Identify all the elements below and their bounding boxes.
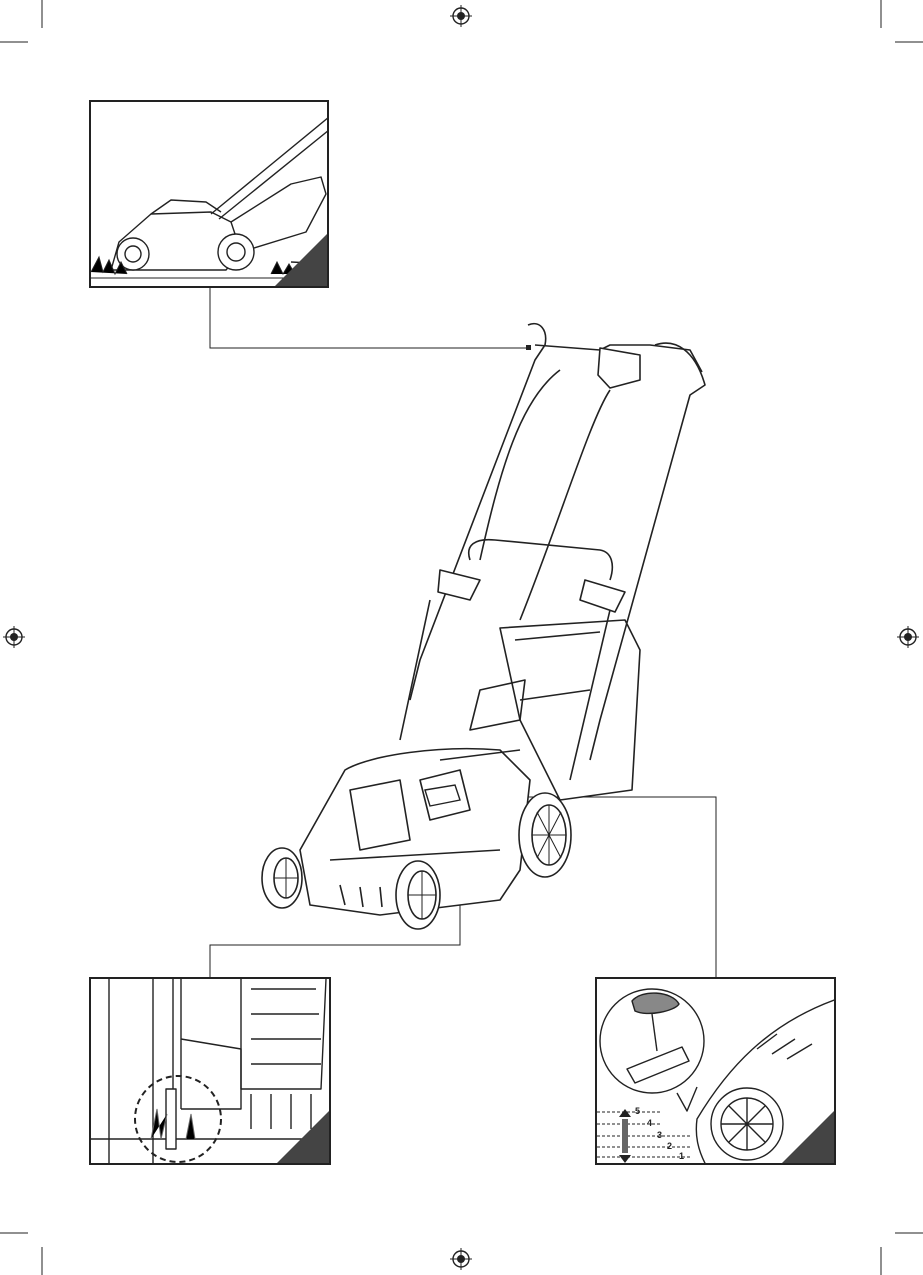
page-corner-icon (277, 1111, 329, 1163)
height-level-2: 2 (667, 1141, 672, 1151)
height-level-4: 4 (647, 1118, 652, 1128)
detail-panel-front-wheel (89, 977, 331, 1165)
height-level-3: 3 (657, 1130, 662, 1140)
height-level-1: 1 (679, 1151, 684, 1161)
highlight-circle-icon (135, 1076, 221, 1162)
page-corner-icon (275, 234, 327, 286)
detail-panel-mowing-position (89, 100, 329, 288)
page-corner-icon (782, 1111, 834, 1163)
height-level-5: 5 (635, 1106, 640, 1116)
detail-panel-height-adjust: 5 4 3 2 1 (595, 977, 836, 1165)
